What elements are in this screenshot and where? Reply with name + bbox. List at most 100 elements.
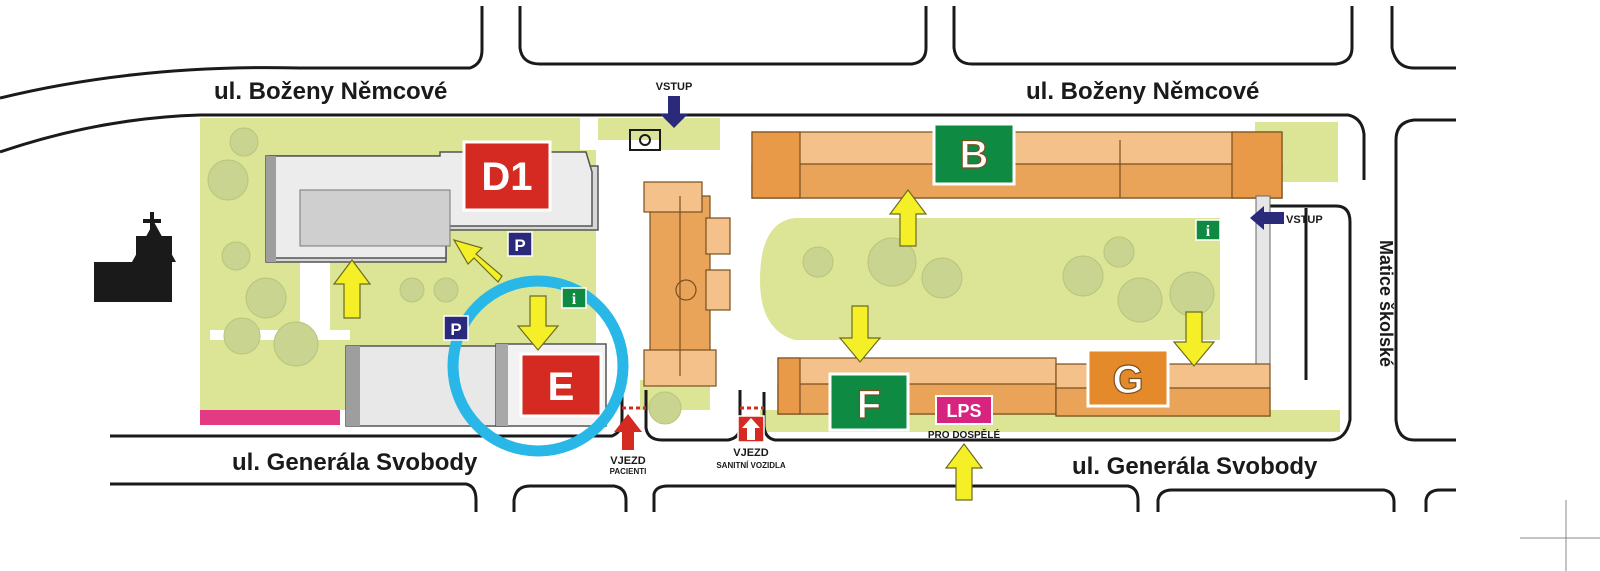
parking-icon: P — [450, 320, 461, 339]
sanitni-label: SANITNÍ VOZIDLA — [716, 461, 786, 470]
tree — [1103, 236, 1135, 268]
building-b-complex: B — [751, 122, 1283, 199]
lps-box — [935, 395, 993, 425]
curb-south-outer-2 — [512, 484, 628, 512]
b-right-gable — [1231, 131, 1283, 199]
tree — [229, 127, 259, 157]
building-f-badge — [828, 372, 910, 432]
e-right-wing-wall — [496, 344, 508, 426]
entry-arrows — [332, 189, 1216, 501]
d1-side-wall — [266, 156, 276, 262]
pacienti-label: PACIENTI — [610, 467, 647, 476]
central-right-2 — [705, 269, 731, 311]
central-top — [643, 181, 703, 213]
d1-courtyard — [299, 189, 451, 247]
camera-icon — [629, 129, 661, 151]
vstup-right-label: VSTUP — [1286, 214, 1323, 226]
highlight-circle — [447, 275, 629, 457]
building-g-badge — [1086, 348, 1170, 408]
street-south-right: ul. Generála Svobody — [1072, 453, 1318, 480]
tree — [433, 277, 459, 303]
building-central — [643, 181, 731, 387]
info-sign-west: i — [561, 287, 587, 309]
tree — [648, 391, 682, 425]
gate-sanitni: VJEZD SANITNÍ VOZIDLA — [716, 406, 786, 470]
central-dome — [675, 279, 697, 301]
building-b-label: B — [960, 133, 989, 177]
parking-box — [507, 231, 533, 257]
vstup-top-label: VSTUP — [656, 81, 693, 93]
f-left-gable — [777, 357, 801, 415]
curb-south-outer-3 — [652, 484, 1140, 512]
vstup-top-marker: VSTUP — [656, 81, 693, 128]
camera-body — [629, 129, 661, 151]
curb-block-top-far — [1390, 6, 1456, 70]
building-d1-complex: D1 — [265, 140, 599, 263]
arrow-down-icon — [1172, 311, 1216, 367]
curb-east-outer — [1394, 118, 1456, 442]
building-e-complex: E — [345, 343, 607, 427]
camera-lens — [639, 134, 651, 146]
f-roof-front — [777, 383, 1057, 415]
church-icon — [94, 212, 176, 302]
arrow-up-icon — [332, 259, 372, 319]
parking-box — [443, 315, 469, 341]
building-g-label: G — [1112, 358, 1143, 402]
building-f-label: F — [857, 383, 881, 427]
registration-mark — [1520, 500, 1600, 571]
parking-sign-1: P — [507, 231, 533, 257]
info-sign-east: i — [1195, 219, 1221, 241]
vstup-right-marker: VSTUP — [1250, 206, 1323, 230]
pink-strip — [200, 410, 340, 425]
tree — [867, 237, 917, 287]
central-right-1 — [705, 217, 731, 255]
curb-south-outer-5 — [1424, 488, 1456, 512]
church-cross-h — [143, 219, 161, 223]
e-left-wing-wall — [346, 346, 360, 426]
info-box — [561, 287, 587, 309]
curb-north-inner — [0, 113, 1366, 180]
parking-sign-2: P — [443, 315, 469, 341]
info-icon: i — [1206, 223, 1211, 240]
tree — [399, 277, 425, 303]
tree — [802, 246, 834, 278]
building-e-badge — [519, 352, 603, 418]
b-left-gable — [751, 131, 801, 199]
building-b-badge — [932, 122, 1016, 186]
white-arrow-up-icon — [742, 418, 760, 440]
arrow-diagonal-icon — [452, 239, 503, 283]
pro-dospele-label: PRO DOSPĚLÉ — [928, 428, 1001, 441]
tree — [1062, 255, 1104, 297]
gate-pacienti: VJEZD PACIENTI — [610, 406, 647, 476]
navy-arrow-down-icon — [660, 96, 688, 128]
building-fg-complex: F G — [777, 348, 1271, 432]
tree — [223, 317, 261, 355]
lps-badge: LPS PRO DOSPĚLÉ — [928, 395, 1001, 441]
tree — [273, 321, 319, 367]
navy-arrow-left-icon — [1250, 206, 1284, 230]
vjezd-sanitni-label: VJEZD — [733, 447, 769, 459]
arrow-up-icon — [888, 189, 928, 247]
tree — [1117, 277, 1163, 323]
park-east-inner — [760, 218, 1220, 340]
arrow-down-icon — [516, 295, 560, 351]
arrow-down-icon — [838, 305, 882, 363]
street-south-left: ul. Generála Svobody — [232, 449, 478, 476]
red-arrow-up-icon — [614, 414, 642, 450]
arrow-up-icon — [944, 443, 984, 501]
curb-south-outer-4 — [1156, 488, 1396, 512]
info-box — [1195, 219, 1221, 241]
info-icon: i — [572, 291, 577, 308]
building-d1-label: D1 — [481, 155, 532, 199]
parking-icon: P — [514, 236, 525, 255]
street-east: Matice školské — [1376, 240, 1396, 367]
tree — [221, 241, 251, 271]
street-north-right: ul. Boženy Němcové — [1026, 78, 1259, 105]
curb-block-top-mid — [518, 6, 928, 66]
street-north-left: ul. Boženy Němcové — [214, 78, 447, 105]
building-e-label: E — [548, 365, 575, 409]
building-d1-badge — [462, 140, 552, 212]
curb-east-inner — [762, 204, 1352, 442]
path-west — [300, 250, 330, 330]
